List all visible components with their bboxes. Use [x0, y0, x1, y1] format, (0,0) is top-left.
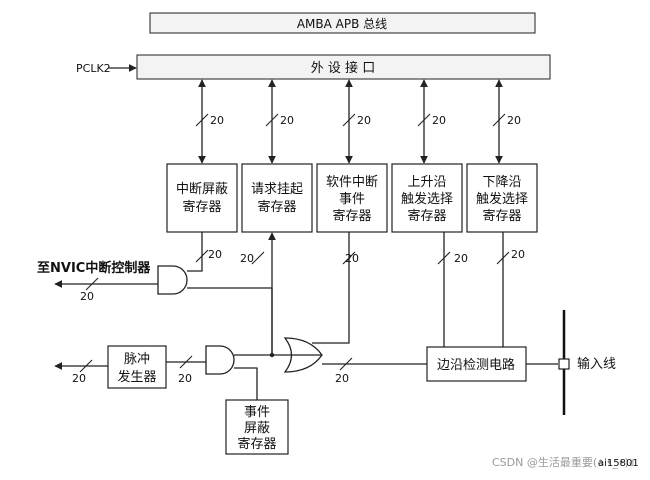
width-label: 20: [432, 114, 446, 127]
register-label: 寄存器: [407, 208, 446, 224]
register-buses: 20 20 20 20 20: [195, 79, 521, 164]
width-label: 20: [454, 252, 468, 265]
register-rising: 上升沿 触发选择 寄存器: [391, 163, 463, 233]
pulse-generator: [107, 345, 167, 389]
peripheral-interface: [136, 54, 551, 80]
event-and-gate: [205, 345, 235, 375]
wire-sw-event-to-or: [312, 232, 350, 344]
watermark: CSDN @生活最重要(ง •_•)ง: [492, 455, 634, 469]
pulse-generator-label: 发生器: [117, 369, 156, 385]
register-label: 请求挂起: [251, 182, 303, 197]
width-label: 20: [357, 114, 371, 127]
register-label: 软件中断: [326, 175, 378, 190]
figure-code: ai15801: [598, 458, 639, 469]
register-label: 触发选择: [476, 191, 528, 207]
pclk2-label: PCLK2: [76, 62, 111, 75]
edge-detect-label: 边沿检测电路: [437, 357, 515, 373]
amba-apb-bus: [149, 12, 536, 34]
register-label: 寄存器: [257, 199, 296, 215]
register-label: 寄存器: [482, 208, 521, 224]
wire-pending-to-and: [187, 287, 273, 355]
width-label: 20: [280, 114, 294, 127]
register-pending: 请求挂起 寄存器: [241, 163, 313, 233]
nvic-and-gate: [157, 265, 188, 295]
register-label: 寄存器: [182, 199, 221, 215]
amba-apb-bus-label: AMBA APB 总线: [297, 17, 387, 31]
width-label: 20: [208, 248, 222, 261]
event-mask-label: 事件: [244, 405, 270, 420]
input-pin: [558, 358, 570, 370]
width-label: 20: [80, 290, 94, 303]
register-label: 事件: [339, 192, 365, 207]
event-mask-label: 屏蔽: [244, 421, 270, 436]
width-label: 20: [511, 248, 525, 261]
pulse-generator-label: 脉冲: [124, 352, 150, 367]
input-line-label: 输入线: [577, 356, 616, 372]
register-label: 触发选择: [401, 191, 453, 207]
register-label: 下降沿: [482, 175, 521, 190]
event-mask-register: [225, 399, 289, 455]
width-label: 20: [210, 114, 224, 127]
wire-event-mask-to-and: [234, 367, 258, 400]
wire-irq-mask-to-and: [187, 232, 203, 272]
register-irq-mask: 中断屏蔽 寄存器: [166, 163, 238, 233]
register-label: 中断屏蔽: [176, 182, 228, 197]
width-label: 20: [178, 372, 192, 385]
width-label: 20: [507, 114, 521, 127]
register-label: 寄存器: [332, 208, 371, 224]
nvic-output-label: 至NVIC中断控制器: [37, 260, 151, 276]
peripheral-interface-label: 外 设 接 口: [311, 60, 375, 76]
register-falling: 下降沿 触发选择 寄存器: [466, 163, 538, 233]
width-label: 20: [240, 252, 254, 265]
register-label: 上升沿: [407, 175, 446, 190]
event-mask-label: 寄存器: [237, 436, 276, 452]
width-label: 20: [345, 252, 359, 265]
register-sw-event: 软件中断 事件 寄存器: [316, 163, 388, 233]
width-label: 20: [335, 372, 349, 385]
width-label: 20: [72, 372, 86, 385]
